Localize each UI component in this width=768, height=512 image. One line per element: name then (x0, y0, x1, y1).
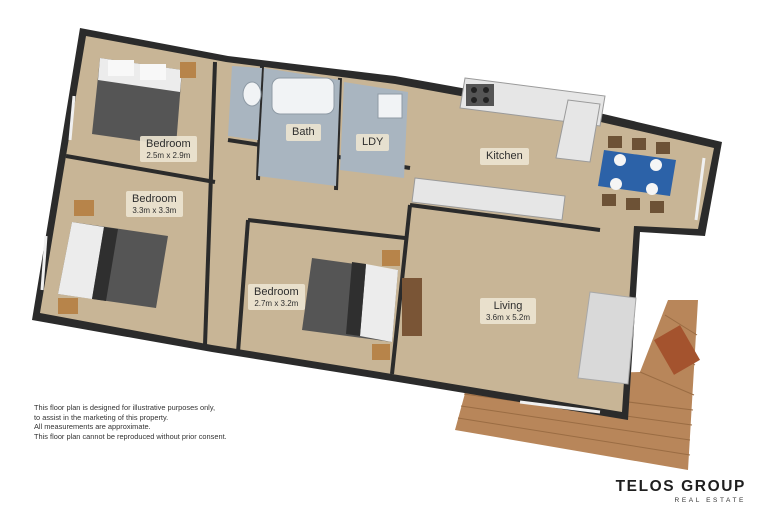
brand-name: TELOS GROUP (615, 478, 746, 495)
room-label-living: Living 3.6m x 5.2m (480, 298, 537, 324)
cooktop (466, 84, 494, 106)
room-name: LDY (362, 136, 384, 148)
room-label-kitchen: Kitchen (480, 148, 529, 165)
room-name: Living (493, 300, 523, 312)
room-label-bedroom-3: Bedroom 2.7m x 3.2m (248, 284, 305, 310)
room-name: Kitchen (486, 150, 523, 162)
bed-3 (302, 258, 398, 342)
brand-subtitle: REAL ESTATE (674, 497, 746, 504)
deck-chair (654, 325, 700, 375)
room-name: Bedroom (254, 286, 299, 298)
room-label-bedroom-1: Bedroom 2.5m x 2.9m (140, 136, 197, 162)
disclaimer: This floor plan is designed for illustra… (34, 403, 227, 441)
room-name: Bedroom (132, 193, 177, 205)
room-name: Bath (292, 126, 315, 138)
bed-1 (92, 58, 182, 146)
room-label-laundry: LDY (356, 134, 390, 151)
room-dimensions: 3.3m x 3.3m (132, 205, 177, 215)
room-label-bedroom-2: Bedroom 3.3m x 3.3m (126, 191, 183, 217)
disclaimer-line: This floor plan is designed for illustra… (34, 403, 216, 412)
room-dimensions: 2.7m x 3.2m (254, 298, 299, 308)
laundry-tub (377, 93, 403, 119)
interior-walls (65, 61, 601, 375)
bedside-table-1 (180, 62, 196, 78)
floor (40, 36, 714, 412)
bedside-table-3a (382, 250, 400, 266)
room-dimensions: 3.6m x 5.2m (486, 312, 531, 322)
bedside-table-2a (74, 200, 94, 216)
toilet (242, 81, 262, 107)
bathtub (271, 77, 335, 115)
room-label-bath: Bath (286, 124, 321, 141)
windows (40, 95, 706, 414)
bedside-table-2b (58, 298, 78, 314)
tv-unit (402, 278, 422, 336)
room-name: Bedroom (146, 138, 191, 150)
disclaimer-line: All measurements are approximate. (34, 422, 151, 432)
disclaimer-line: to assist in the marketing of this prope… (34, 412, 169, 422)
dining-chairs (602, 136, 670, 213)
disclaimer-line: This floor plan cannot be reproduced wit… (34, 431, 227, 441)
place-settings (610, 154, 662, 195)
room-dimensions: 2.5m x 2.9m (146, 150, 191, 160)
sofa (577, 291, 637, 385)
kitchen-island (411, 177, 566, 221)
brand-logo: TELOS GROUP REAL ESTATE (606, 478, 746, 504)
bedside-table-3b (372, 344, 390, 360)
bed-2 (58, 222, 168, 308)
kitchen-bench-corner (555, 99, 601, 163)
